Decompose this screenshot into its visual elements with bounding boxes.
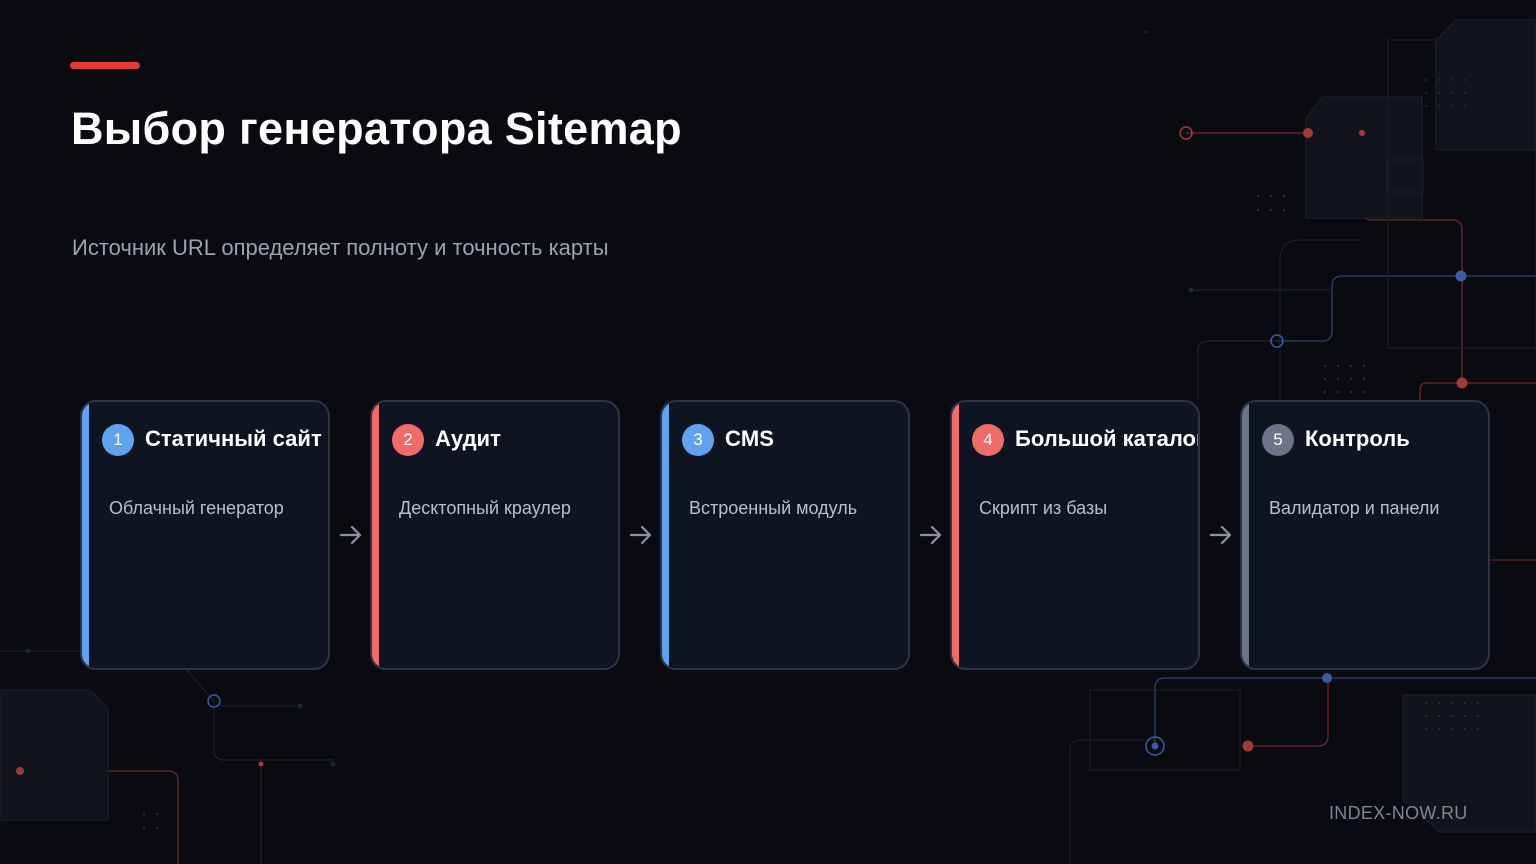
step-5-number-badge: 5 (1262, 424, 1294, 456)
step-4-stripe (952, 402, 959, 668)
title-accent-bar (70, 62, 140, 69)
step-card-4: 4 Большой каталог Скрипт из базы (950, 400, 1200, 670)
step-1-number-badge: 1 (102, 424, 134, 456)
step-card-1: 1 Статичный сайт Облачный генератор (80, 400, 330, 670)
step-4-number-badge: 4 (972, 424, 1004, 456)
step-3-title: CMS (725, 426, 774, 451)
arrow-right-icon (919, 525, 942, 545)
step-2-number-badge: 2 (392, 424, 424, 456)
slide-title: Выбор генератора Sitemap (71, 103, 682, 154)
step-card-2: 2 Аудит Десктопный краулер (370, 400, 620, 670)
arrow-right-icon (629, 525, 652, 545)
step-5-description: Валидатор и панели (1269, 498, 1440, 518)
footer-site-label: INDEX-NOW.RU (1329, 803, 1468, 823)
step-5-title: Контроль (1305, 426, 1410, 451)
arrow-right-icon (1209, 525, 1232, 545)
step-1-description: Облачный генератор (109, 498, 284, 518)
step-1-title: Статичный сайт (145, 426, 322, 451)
step-5-stripe (1242, 402, 1249, 668)
step-2-description: Десктопный краулер (399, 498, 571, 518)
step-3-number-badge: 3 (682, 424, 714, 456)
arrow-right-icon (339, 525, 362, 545)
step-4-title: Большой каталог (1015, 426, 1200, 451)
step-card-5: 5 Контроль Валидатор и панели (1240, 400, 1490, 670)
step-4-description: Скрипт из базы (979, 498, 1108, 518)
step-card-3: 3 CMS Встроенный модуль (660, 400, 910, 670)
step-3-stripe (662, 402, 669, 668)
step-1-stripe (82, 402, 89, 668)
step-2-stripe (372, 402, 379, 668)
slide-subtitle: Источник URL определяет полноту и точнос… (72, 235, 609, 260)
step-2-title: Аудит (435, 426, 501, 451)
step-3-description: Встроенный модуль (689, 498, 858, 518)
